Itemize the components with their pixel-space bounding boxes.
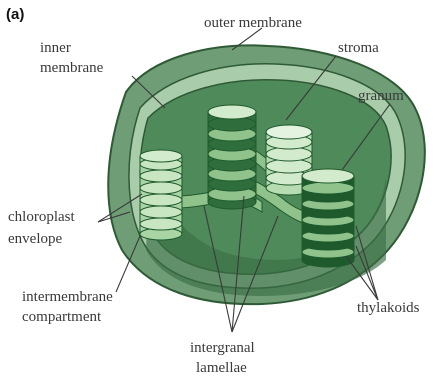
- label-intergranal-2: lamellae: [196, 360, 247, 376]
- label-intergranal-1: intergranal: [190, 340, 255, 356]
- label-thylakoids: thylakoids: [357, 300, 420, 316]
- granum-center: [208, 105, 256, 209]
- granum-left: [140, 150, 182, 240]
- panel-label: (a): [6, 6, 24, 23]
- label-intermembrane-2: compartment: [22, 309, 102, 325]
- label-stroma: stroma: [338, 40, 379, 56]
- label-inner-membrane-2: membrane: [40, 60, 104, 76]
- label-inner-membrane-1: inner: [40, 40, 71, 56]
- label-chloroplast-envelope-2: envelope: [8, 231, 62, 247]
- granum-right: [302, 169, 354, 267]
- label-chloroplast-envelope-1: chloroplast: [8, 209, 75, 225]
- label-granum: granum: [358, 88, 404, 104]
- label-outer-membrane: outer membrane: [204, 15, 302, 31]
- label-intermembrane-1: intermembrane: [22, 289, 113, 305]
